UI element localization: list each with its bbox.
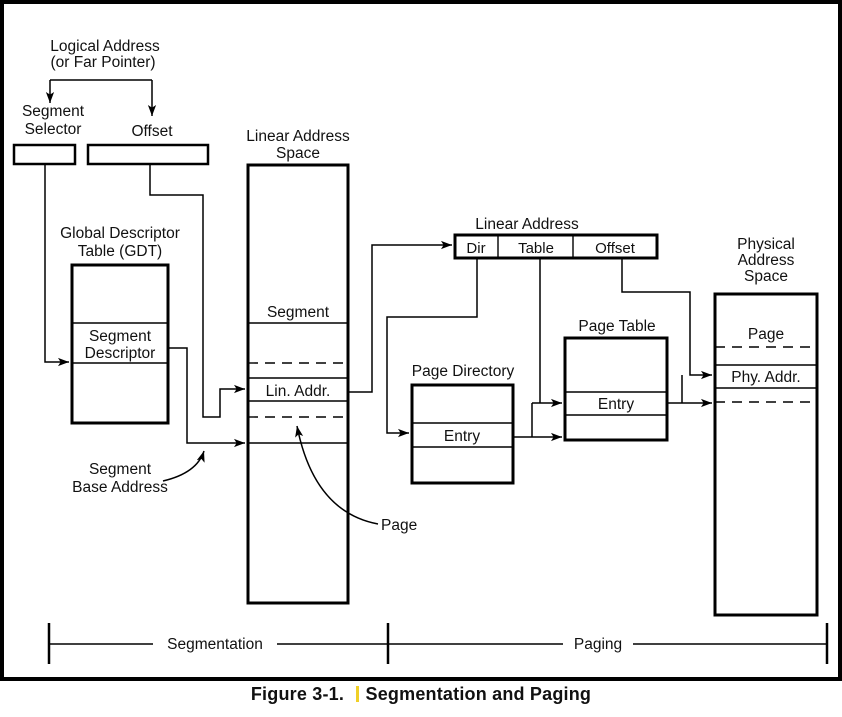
offset-field: Offset <box>595 240 636 257</box>
linear-address-space-label-line2: Space <box>276 145 320 162</box>
connector-dir-to-pd-entry <box>386 258 478 438</box>
page-callout-arrow <box>295 425 379 525</box>
logical-address-label-line2: (or Far Pointer) <box>50 54 155 71</box>
offset-label: Offset <box>131 123 173 140</box>
figure-caption-title: Segmentation and Paging <box>365 684 592 704</box>
offset-box <box>86 143 210 166</box>
page-row-label: Page <box>748 326 784 343</box>
physical-address-space-label-line2: Address <box>738 252 795 269</box>
gdt-label-line1: Global Descriptor <box>60 225 180 242</box>
figure-caption-prefix: Figure 3-1. <box>250 684 345 704</box>
page-table-label: Page Table <box>578 318 655 335</box>
segment-selector-label-line1: Segment <box>22 103 85 120</box>
segment-selector-label-line2: Selector <box>25 121 82 138</box>
pt-entry-label: Entry <box>598 396 634 413</box>
table-field: Table <box>518 240 554 257</box>
segment-row-label: Segment <box>267 304 330 321</box>
physical-address-space-label-line1: Physical <box>737 236 795 253</box>
connector-offset-to-phy-addr <box>621 258 712 380</box>
page-directory-box <box>410 383 515 485</box>
linear-address-space-label-line1: Linear Address <box>246 128 350 145</box>
gdt-label-line2: Table (GDT) <box>78 243 162 260</box>
figure-3-1-diagram: Logical Address (or Far Pointer) Segment… <box>0 0 842 681</box>
linear-address-box <box>453 233 659 260</box>
connector-lin-addr-to-linear-address <box>348 240 452 393</box>
logical-address-label-line1: Logical Address <box>50 38 160 55</box>
pd-entry-label: Entry <box>444 428 480 445</box>
page-table-box <box>563 336 669 442</box>
segment-selector-box <box>12 143 77 166</box>
segment-descriptor-label-line1: Segment <box>89 328 152 345</box>
phy-addr-row-label: Phy. Addr. <box>731 369 801 386</box>
caption-cursor-mark <box>356 686 360 702</box>
paging-label: Paging <box>574 636 622 653</box>
connector-descriptor-to-base <box>168 347 245 448</box>
linear-address-label: Linear Address <box>475 216 579 233</box>
connector-selector-to-gdt <box>44 164 69 367</box>
connector-offset-to-lin-addr <box>149 164 245 418</box>
linear-address-space-box <box>246 163 350 605</box>
lin-addr-row-label: Lin. Addr. <box>266 383 331 400</box>
page-callout-label: Page <box>381 517 417 534</box>
dir-field: Dir <box>466 240 485 257</box>
segment-base-callout-arrow <box>162 450 205 482</box>
figure-caption: Figure 3-1. Segmentation and Paging <box>0 684 842 705</box>
gdt-box <box>70 263 170 425</box>
physical-address-space-label-line3: Space <box>744 268 788 285</box>
segment-descriptor-label-line2: Descriptor <box>85 345 156 362</box>
segment-base-address-label-line2: Base Address <box>72 479 168 496</box>
segment-base-address-label-line1: Segment <box>89 461 152 478</box>
page-directory-label: Page Directory <box>412 363 515 380</box>
segmentation-label: Segmentation <box>167 636 263 653</box>
